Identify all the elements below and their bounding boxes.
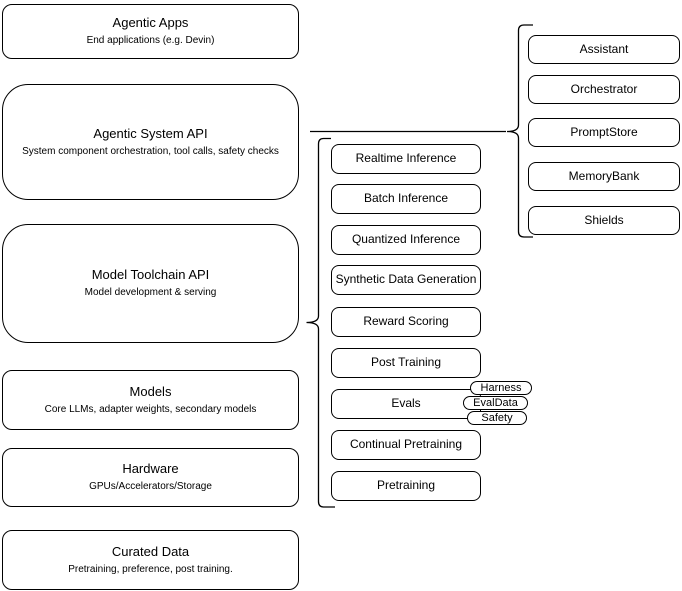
node-title: Models [129,383,172,399]
node-reward-scoring: Reward Scoring [331,307,481,337]
node-model-toolchain-api: Model Toolchain API Model development & … [2,224,299,343]
node-title: Agentic System API [93,125,208,141]
node-subtitle: Model development & serving [84,287,217,299]
node-label: Evals [391,396,421,411]
node-label: Harness [480,382,522,394]
node-promptstore: PromptStore [528,118,680,147]
node-label: Reward Scoring [363,314,449,329]
node-subtitle: End applications (e.g. Devin) [86,35,215,47]
node-label: Realtime Inference [355,151,457,166]
node-orchestrator: Orchestrator [528,75,680,104]
node-label: EvalData [473,397,518,409]
node-evals: Evals [331,389,481,419]
node-label: Assistant [579,41,629,56]
node-subtitle: Core LLMs, adapter weights, secondary mo… [44,403,257,415]
node-label: Orchestrator [570,81,638,96]
node-label: Continual Pretraining [349,437,463,452]
node-label: Shields [584,212,624,227]
node-curated-data: Curated Data Pretraining, preference, po… [2,530,299,590]
node-post-training: Post Training [331,348,481,378]
node-models: Models Core LLMs, adapter weights, secon… [2,370,299,430]
node-eval-tag-evaldata: EvalData [463,396,528,410]
node-label: Pretraining [376,478,436,493]
node-label: Post Training [370,355,442,370]
node-label: Quantized Inference [351,232,461,247]
node-synthetic-data-generation: Synthetic Data Generation [331,265,481,295]
node-label: Safety [481,412,513,424]
node-title: Agentic Apps [112,15,189,31]
node-label: PromptStore [570,124,638,139]
node-agentic-apps: Agentic Apps End applications (e.g. Devi… [2,4,299,59]
node-batch-inference: Batch Inference [331,184,481,214]
node-hardware: Hardware GPUs/Accelerators/Storage [2,448,299,507]
node-label: Synthetic Data Generation [335,272,477,287]
node-subtitle: Pretraining, preference, post training. [68,563,233,575]
node-memorybank: MemoryBank [528,162,680,191]
node-agentic-system-api: Agentic System API System component orch… [2,84,299,200]
node-realtime-inference: Realtime Inference [331,144,481,174]
node-title: Curated Data [111,543,190,559]
node-subtitle: System component orchestration, tool cal… [22,145,279,157]
node-title: Hardware [122,461,179,477]
node-shields: Shields [528,206,680,235]
node-label: Batch Inference [363,191,449,206]
node-eval-tag-safety: Safety [467,411,527,425]
node-label: MemoryBank [568,168,640,183]
node-title: Model Toolchain API [91,267,210,283]
node-assistant: Assistant [528,35,680,64]
node-quantized-inference: Quantized Inference [331,225,481,255]
node-pretraining: Pretraining [331,471,481,501]
node-continual-pretraining: Continual Pretraining [331,430,481,460]
node-eval-tag-harness: Harness [470,381,532,395]
node-subtitle: GPUs/Accelerators/Storage [89,481,212,493]
